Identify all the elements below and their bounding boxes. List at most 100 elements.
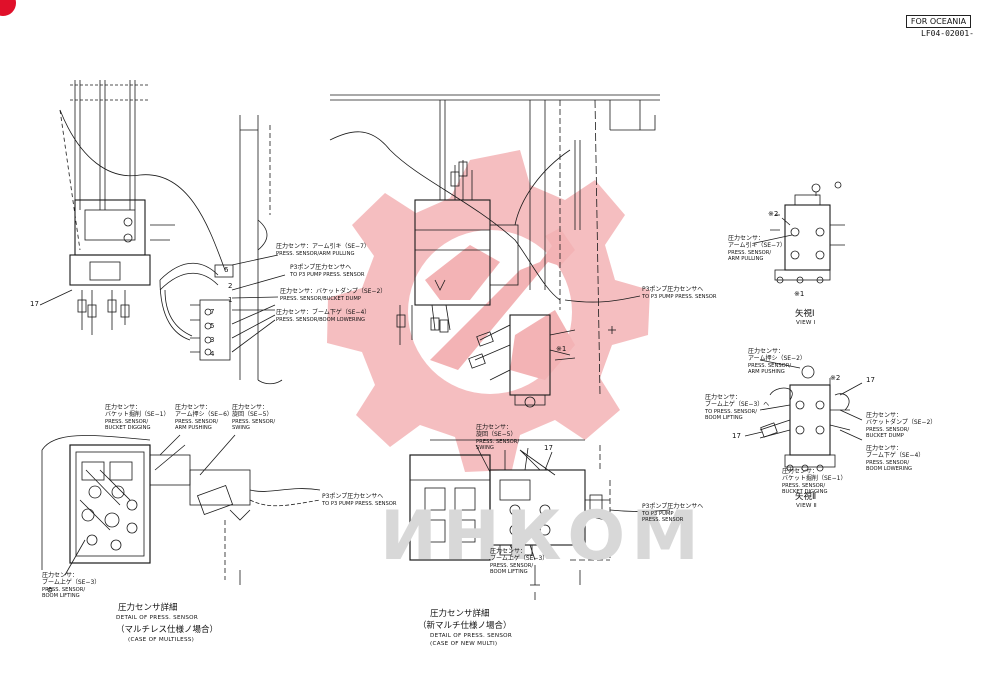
label-se7-en: PRESS. SENSOR/ARM PULLING [276, 251, 355, 257]
label-p3-en: PRESS. SENSOR [642, 517, 684, 523]
label-bucket-dump-jp: 圧力センサ： [866, 412, 903, 419]
part-number: 17 [544, 444, 553, 452]
detail-center-assembly [409, 439, 671, 600]
watermark-wrench-icon [408, 228, 575, 394]
view1-title-jp: 矢視Ⅰ [795, 309, 815, 319]
label-se1-en: PRESS. SENSOR/ [105, 419, 149, 425]
label-se2-jp: アーム押シ（SE−2） [748, 355, 806, 362]
label-se1-jp: 圧力センサ： [105, 404, 142, 411]
view1-assembly [754, 181, 845, 284]
label-se3-en: PRESS. SENSOR/ [42, 587, 86, 593]
detail-center-caption-en: DETAIL OF PRESS. SENSOR [430, 633, 513, 639]
label-se2-en: PRESS. SENSOR/ [748, 363, 792, 369]
brand-corner-mark [0, 0, 16, 16]
callout-number: 4 [210, 350, 215, 358]
document-id: LF04-02001- [921, 29, 974, 38]
detail-left-assembly [41, 434, 321, 593]
label-bucket-dig-en: PRESS. SENSOR/ [782, 483, 826, 489]
label-se3-en: TO PRESS. SENSOR/ [705, 409, 757, 415]
callout-number: 7 [210, 308, 215, 316]
detail-left-caption-en: DETAIL OF PRESS. SENSOR [116, 615, 199, 621]
label-se5-en: PRESS. SENSOR/ [476, 439, 520, 445]
label-se6-en: PRESS. SENSOR/ [175, 419, 219, 425]
callout-number: 1 [228, 296, 233, 304]
view2-title-en: VIEW Ⅱ [796, 503, 817, 509]
label-se3-en: BOOM LIFTING [490, 569, 528, 575]
callout-number: 5 [210, 322, 215, 330]
label-se6-jp: 圧力センサ： [175, 404, 212, 411]
label-bucket-dig-en: BUCKET DIGGING [782, 489, 828, 495]
reference-mark: ※2 [768, 210, 779, 218]
label-se7-jp: 圧力センサ： [728, 235, 765, 242]
callout-number: 3 [210, 336, 215, 344]
reference-mark: ※2 [830, 374, 841, 382]
detail-center-caption-jp2: （新マルチ仕様ノ場合） [418, 621, 512, 631]
linework [39, 80, 863, 600]
detail-center-caption-jp: 圧力センサ詳細 [430, 609, 490, 619]
label-se2-en: ARM PUSHING [748, 369, 785, 375]
label-se5-jp: 旋回（SE−5） [476, 431, 517, 438]
label-p3-jp: P3ポンプ圧力センサへ [290, 264, 352, 271]
label-se3-jp: 圧力センサ： [705, 394, 742, 401]
label-se3-jp: ブーム上ゲ（SE−3） [42, 579, 101, 586]
label-se3-jp: ブーム上ゲ（SE−3）へ [705, 401, 770, 408]
label-se5-jp: 圧力センサ： [476, 424, 513, 431]
part-number: 17 [866, 376, 875, 384]
view2-title-jp: 矢視Ⅱ [795, 492, 817, 502]
callout-number: 2 [228, 282, 233, 290]
label-boom-lower-jp: ブーム下ゲ（SE−4） [866, 452, 925, 459]
watermark-text: ИНКОМ [380, 497, 705, 576]
label-p3-jp: P3ポンプ圧力センサへ [322, 493, 384, 500]
label-bucket-dump-jp: バケットダンプ（SE−2） [866, 419, 937, 426]
label-p3-en: TO P3 PUMP [642, 511, 674, 517]
top-left-assembly [39, 80, 286, 385]
label-se7-jp: 圧力センサ：アーム引キ（SE−7） [276, 243, 370, 250]
label-se3-en: PRESS. SENSOR/ [490, 563, 534, 569]
part-number: 17 [30, 300, 39, 308]
label-se7-en: ARM PULLING [728, 256, 764, 262]
label-se3-en: BOOM LIFTING [705, 415, 743, 421]
label-p3-en: TO P3 PUMP PRESS. SENSOR [642, 294, 717, 300]
label-boom-lower-jp: 圧力センサ： [866, 445, 903, 452]
label-se6-jp: アーム押シ（SE−6） [175, 411, 233, 418]
reference-mark: ※1 [556, 345, 567, 353]
label-se3-jp: 圧力センサ： [42, 572, 79, 579]
label-se3-jp: 圧力センサ： [490, 548, 527, 555]
detail-left-caption-en2: (CASE OF MULTILESS) [128, 637, 195, 643]
label-se5-jp: 旋回（SE−5） [232, 411, 273, 418]
label-se2-jp: 圧力センサ： [748, 348, 785, 355]
detail-left-caption-jp: 圧力センサ詳細 [118, 603, 178, 613]
label-se2-en: PRESS. SENSOR/BUCKET DUMP [280, 296, 361, 302]
label-bucket-dig-jp: 圧力センサ： [782, 468, 819, 475]
label-p3-jp: P3ポンプ圧力センサへ [642, 503, 704, 510]
label-p3-en: TO P3 PUMP PRESS. SENSOR [322, 501, 397, 507]
label-se7-jp: アーム引キ（SE−7） [728, 242, 786, 249]
label-se3-en: BOOM LIFTING [42, 593, 80, 599]
top-center-assembly [329, 94, 660, 408]
region-badge: FOR OCEANIA [906, 15, 971, 28]
reference-mark: ※1 [794, 290, 805, 298]
detail-center-caption-en2: (CASE OF NEW MULTI) [430, 641, 498, 647]
label-bucket-dump-en: PRESS. SENSOR/ [866, 427, 910, 433]
label-se5-en: PRESS. SENSOR/ [232, 419, 276, 425]
label-p3-en: TO P3 PUMP PRESS. SENSOR [290, 272, 365, 278]
view1-title-en: VIEW Ⅰ [796, 320, 816, 326]
label-se1-jp: バケット掘削（SE−1） [105, 411, 170, 418]
view2-assembly [744, 359, 863, 472]
part-number: 17 [732, 432, 741, 440]
label-p3-jp: P3ポンプ圧力センサへ [642, 286, 704, 293]
label-bucket-dump-en: BUCKET DUMP [866, 433, 904, 439]
label-boom-lower-en: PRESS. SENSOR/ [866, 460, 910, 466]
label-bucket-dig-jp: バケット掘削（SE−1） [782, 475, 847, 482]
label-se6-en: ARM PUSHING [175, 425, 212, 431]
label-se3-jp: ブーム上ゲ（SE−3） [490, 555, 549, 562]
label-se5-jp: 圧力センサ： [232, 404, 269, 411]
label-se5-en: SWING [232, 425, 250, 431]
label-boom-lower-en: BOOM LOWERING [866, 466, 912, 472]
label-se2-jp: 圧力センサ：バケットダンプ（SE−2） [280, 288, 387, 295]
label-se1-en: BUCKET DIGGING [105, 425, 151, 431]
label-se5-en: SWING [476, 445, 494, 451]
label-se4-jp: 圧力センサ：ブーム下ゲ（SE−4） [276, 309, 371, 316]
detail-left-caption-jp2: （マルチレス仕様ノ場合） [116, 625, 219, 635]
